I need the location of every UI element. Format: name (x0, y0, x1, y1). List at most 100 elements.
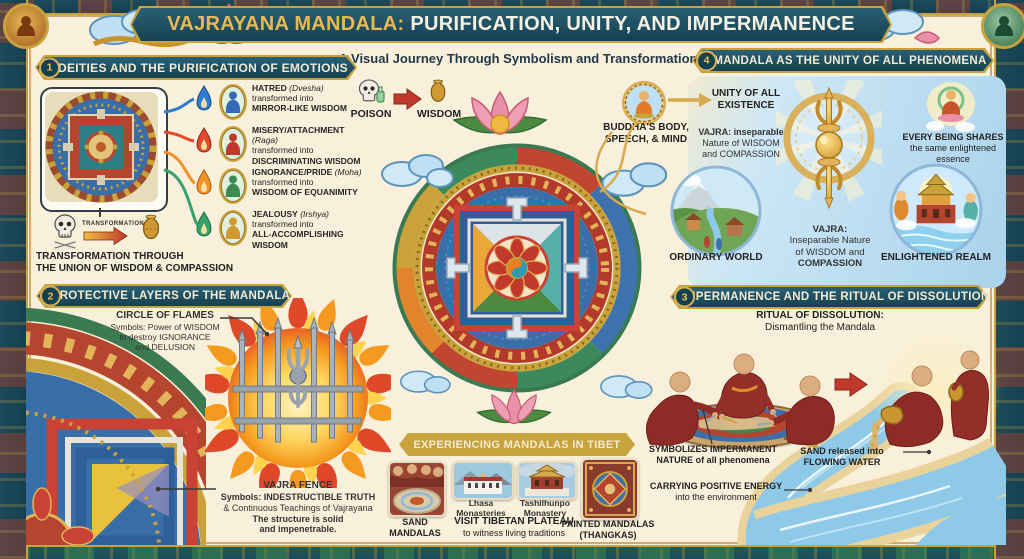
page-title: PURIFICATION, UNITY, AND IMPERMANENCE (404, 13, 855, 35)
emotion-mid: transformed into (252, 93, 314, 104)
enlightened-realm-circle (889, 163, 983, 257)
emotion-mid: transformed into (252, 145, 314, 156)
buddha-icon (219, 210, 247, 246)
emotion-sanskrit: (Moha) (334, 167, 362, 177)
emotion-wisdom: MIRROR-LIKE WISDOM (252, 103, 347, 114)
thangka-label: PAINTED MANDALAS(THANGKAS) (561, 519, 655, 540)
cloud-bottom-right-of-mandala (600, 375, 653, 399)
section3-title: IMPERMANENCE AND THE RITUAL OF DISSOLUTI… (682, 291, 990, 303)
vajra-center-caption: VAJRA: Inseparable Nature of WISDOM and … (789, 224, 871, 270)
page-title-highlight: VAJRAYANA MANDALA: (167, 13, 405, 35)
poison-label: POISON (350, 108, 392, 120)
monks-dismantling (645, 353, 835, 450)
monk-kneeling-pouring (869, 365, 944, 451)
flame-icon (196, 85, 212, 111)
title-banner: VAJRAYANA MANDALA: PURIFICATION, UNITY, … (130, 6, 892, 43)
emotion-wisdom: ALL-ACCOMPLISHING WISDOM (252, 229, 344, 250)
symbolizes-caption: SYMBOLIZES IMPERMANENT NATURE of all phe… (648, 444, 777, 465)
monks-pouring (869, 324, 1002, 456)
section2-title: PROTECTIVE LAYERS OF THE MANDALA (51, 290, 291, 302)
emotion-sanskrit: (Irshya) (300, 209, 330, 219)
emotion-row-misery: MISERY/ATTACHMENT (Raga) transformed int… (194, 125, 374, 167)
fence-vajra-finial (286, 334, 310, 408)
cloud-right-of-mandala (601, 162, 668, 197)
thangka-photo (581, 458, 639, 520)
section1-header: 1 DEITIES AND THE PURIFICATION OF EMOTIO… (35, 55, 357, 80)
poison-to-wisdom-arrow (393, 88, 422, 110)
section3-header: 3 IMPERMANENCE AND THE RITUAL OF DISSOLU… (670, 285, 990, 309)
emotion-row-ignorance: IGNORANCE/PRIDE (Moha) transformed into … (194, 167, 374, 209)
vajra-fence-caption: VAJRA FENCE Symbols: INDESTRUCTIBLE TRUT… (220, 480, 376, 535)
flame-icon (196, 127, 212, 153)
mandala-thumbnail-box (40, 87, 168, 212)
wisdom-label: WISDOM (416, 108, 462, 120)
frame-bottom (0, 545, 1024, 559)
vajra-side-caption: VAJRA: inseparable Nature of WISDOM and … (698, 127, 784, 159)
section4-title: MANDALA AS THE UNITY OF ALL PHENOMENA (713, 54, 987, 67)
corner-mandala-detail (26, 308, 206, 545)
monk-left (645, 371, 738, 446)
emotion-name: HATRED (252, 83, 287, 93)
emotion-mid: transformed into (252, 219, 314, 230)
emotion-wisdom: WISDOM OF EQUANIMITY (252, 187, 358, 198)
buddha-icon (219, 168, 247, 204)
skull-crossbones-icon (52, 214, 78, 251)
section4-number: 4 (696, 50, 717, 71)
frame-left (0, 0, 28, 559)
ordinary-world-circle (670, 165, 762, 257)
section4-header: 4 MANDALA AS THE UNITY OF ALL PHENOMENA (692, 48, 994, 73)
vajra-fence-icon (232, 316, 364, 443)
emotion-sanskrit: (Dvesha) (289, 83, 324, 93)
mandala-thumbnail (45, 91, 158, 203)
emotion-list: HATRED (Dvesha) transformed into MIRROR-… (194, 83, 374, 255)
visit-caption: VISIT TIBETAN PLATEAU to witness living … (454, 516, 574, 538)
section1-title: DEITIES AND THE PURIFICATION OF EMOTIONS (57, 60, 348, 75)
carrying-energy-caption: CARRYING POSITIVE ENERGY into the enviro… (649, 481, 783, 502)
unity-of-existence-label: UNITY OF ALL EXISTENCE (711, 88, 781, 111)
emotion-mid: transformed into (252, 177, 314, 188)
transformation-arrow (83, 226, 128, 246)
transformation-caption: TRANSFORMATION THROUGH THE UNION OF WISD… (36, 251, 234, 274)
lotus-bottom (476, 389, 552, 425)
circle-of-flames (205, 298, 391, 488)
corner-deity-medallion (981, 3, 1024, 49)
lotus-top (452, 90, 548, 135)
flame-icon (196, 169, 212, 195)
cloud-bottom-left-of-mandala (399, 370, 451, 394)
circle-of-flames-caption: CIRCLE OF FLAMES Symbols: Power of WISDO… (110, 310, 220, 353)
emotion-name: IGNORANCE/PRIDE (252, 167, 333, 177)
page-subtitle: A Visual Journey Through Symbolism and T… (338, 51, 698, 66)
buddha-body-caption: BUDDHA'S BODY,SPEECH, & MIND (603, 122, 689, 145)
monk-standing (948, 350, 989, 441)
buddha-icon (219, 126, 247, 162)
ordinary-world-label: ORDINARY WORLD (669, 252, 763, 263)
transformation-label: TRANSFORMATION (82, 221, 145, 227)
flame-icon (196, 211, 212, 237)
wisdom-vase-icon (430, 79, 446, 102)
enlightened-realm-label: ENLIGHTENED REALM (881, 252, 991, 263)
every-being-caption: EVERY BEING SHARES the same enlightened … (902, 132, 1004, 164)
sand-released-caption: SAND released into FLOWING WATER (800, 446, 884, 467)
emotion-row-jealousy: JEALOUSY (Irshya) transformed into ALL-A… (194, 209, 374, 255)
vajra-icon (776, 80, 882, 210)
ritual-caption: RITUAL OF DISSOLUTION: Dismantling the M… (756, 310, 884, 333)
buddha-icon (17, 16, 35, 36)
tashilhunpo-photo (517, 461, 577, 500)
tibet-title: EXPERIENCING MANDALAS IN TIBET (413, 438, 621, 451)
buddha-icon (219, 84, 247, 120)
deity-icon (995, 16, 1013, 36)
section2-header: 2 PROTECTIVE LAYERS OF THE MANDALA (36, 284, 292, 308)
buddha-medallion (622, 81, 666, 125)
central-mandala (392, 143, 642, 393)
emotion-name: JEALOUSY (252, 209, 298, 219)
section3-number: 3 (674, 286, 695, 308)
corner-buddha-medallion (3, 3, 49, 49)
emotion-wisdom: DISCRIMINATING WISDOM (252, 155, 361, 166)
monk-right (756, 375, 835, 446)
emotion-sanskrit: (Raga) (252, 135, 278, 146)
emotion-name: MISERY/ATTACHMENT (252, 125, 345, 135)
